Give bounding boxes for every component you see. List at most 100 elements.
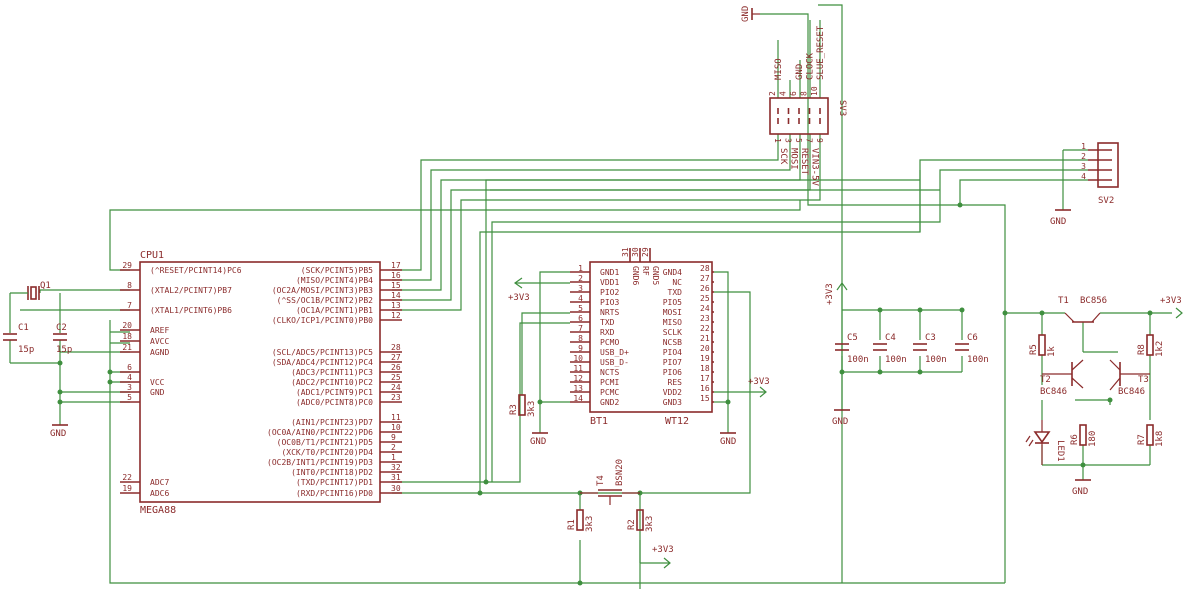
bt-pin-label: TXD xyxy=(668,288,683,297)
mosfet-t4: T4 BSN20 xyxy=(580,459,640,505)
svg-text:GND: GND xyxy=(832,417,848,427)
resistor-value: 1k2 xyxy=(1155,341,1165,357)
sv3-num-bottom: 5 xyxy=(794,138,803,143)
sv3-name: SV3 xyxy=(837,100,847,116)
svg-text:C1: C1 xyxy=(18,323,29,333)
svg-text:T2: T2 xyxy=(1040,375,1051,385)
cpu-pin-label: (ADC0/PCINT8)PC0 xyxy=(296,398,373,407)
svg-text:T4: T4 xyxy=(596,475,606,486)
cpu-pin-label: (CLKO/ICP1/PCINT0)PB0 xyxy=(272,316,373,325)
bt-pin-num: 11 xyxy=(573,364,583,373)
bt-pin-label: RF xyxy=(641,266,650,276)
cpu-pin-num: 30 xyxy=(391,484,401,493)
junctions xyxy=(57,202,1153,586)
cpu-pin-num: 13 xyxy=(391,301,401,310)
cpu-pin-num: 3 xyxy=(127,383,132,392)
bt-pin-num: 29 xyxy=(641,247,650,257)
svg-text:+3V3: +3V3 xyxy=(748,377,770,387)
cpu-pin-label: VCC xyxy=(150,378,165,387)
sv2-pin-num: 1 xyxy=(1081,142,1086,151)
cpu-pin-label: (OC0A/AIN0/PCINT22)PD6 xyxy=(267,428,373,437)
bt-pin-label: MOSI xyxy=(663,308,682,317)
bt-pin-num: 27 xyxy=(700,274,710,283)
resistor-r7 xyxy=(1146,424,1154,446)
cpu-pin-label: (ADC1/PCINT9)PC1 xyxy=(296,388,373,397)
cpu-pin-label: ADC6 xyxy=(150,489,169,498)
bt-pin-num: 3 xyxy=(578,284,583,293)
sv2-pin-num: 4 xyxy=(1081,172,1086,181)
bt-pin-label: NRTS xyxy=(600,308,619,317)
cpu-pin-num: 10 xyxy=(391,423,401,432)
bt-pin-label: PCMI xyxy=(600,378,619,387)
cpu-pin-num: 31 xyxy=(391,473,401,482)
v33-bt-vdd2: +3V3 xyxy=(748,377,770,398)
resistor-value: 3k3 xyxy=(527,401,537,417)
svg-text:C2: C2 xyxy=(56,323,67,333)
v33-bt-vdd1: +3V3 xyxy=(508,277,530,303)
cpu-pin-label: (SCL/ADC5/PCINT13)PC5 xyxy=(272,348,373,357)
svg-text:GND: GND xyxy=(530,437,546,447)
bt-pin-label: NCSB xyxy=(663,338,682,347)
bt-pin-label: PCMO xyxy=(600,338,619,347)
sv3-label-top: CLOCK xyxy=(806,52,816,80)
cpu-name: CPU1 xyxy=(140,250,164,261)
resistor-r3 xyxy=(518,394,526,416)
cpu-pin-num: 6 xyxy=(127,363,132,372)
svg-text:+3V3: +3V3 xyxy=(508,293,530,303)
cap-name: C5 xyxy=(847,333,858,343)
bt-pin-label: GND2 xyxy=(600,398,619,407)
bt-pin-label: PIO6 xyxy=(663,368,682,377)
sv3-label-bottom: MOSI xyxy=(789,148,799,170)
svg-text:+3V3: +3V3 xyxy=(1160,296,1182,306)
svg-text:Q1: Q1 xyxy=(40,281,51,291)
bt-value: WT12 xyxy=(665,416,689,427)
transistor-t2: T2 BC846 xyxy=(1040,359,1084,397)
cpu-pin-label: AGND xyxy=(150,348,169,357)
sv3-num-bottom: 7 xyxy=(805,138,814,143)
cpu-pin-label: (INT0/PCINT18)PD2 xyxy=(291,468,373,477)
resistor-name: R2 xyxy=(627,519,637,530)
cpu-pin-label: (ADC2/PCINT10)PC2 xyxy=(291,378,373,387)
bt-pin-label: TXD xyxy=(600,318,615,327)
cpu-pin-label: AVCC xyxy=(150,337,169,346)
bt-pin-num: 18 xyxy=(700,364,710,373)
bt-pin-num: 5 xyxy=(578,304,583,313)
bt-pin-num: 12 xyxy=(573,374,583,383)
sv3-label-top: MISO xyxy=(774,58,784,80)
cpu-right-pins: 17(SCK/PCINT5)PB516(MISO/PCINT4)PB415(OC… xyxy=(267,261,402,498)
connector-sv3: 21MISOSCK43MOSI65GNDRESET87CLOCKVIN3-5V1… xyxy=(768,25,847,186)
v33-symbols: +3V3 +3V3 +3V3 +3V3 +3V3 xyxy=(508,277,1183,569)
svg-text:BC846: BC846 xyxy=(1118,387,1145,397)
sv3-label-top: SLUE_RESET xyxy=(816,25,826,80)
svg-text:15p: 15p xyxy=(18,345,34,355)
v33-regulator: +3V3 xyxy=(1160,296,1183,319)
sv3-num-bottom: 1 xyxy=(773,138,782,143)
svg-text:LED1: LED1 xyxy=(1055,440,1065,462)
gnd-bt-right: GND xyxy=(720,432,736,447)
resistor-name: R6 xyxy=(1070,434,1080,445)
svg-text:+3V3: +3V3 xyxy=(825,283,835,305)
capacitor-c2: C2 15p xyxy=(53,323,72,355)
resistor-r1 xyxy=(576,509,584,531)
bt-pin-label: GND6 xyxy=(631,266,640,285)
gnd-bt-left: GND xyxy=(530,432,548,447)
svg-text:15p: 15p xyxy=(56,345,72,355)
sv3-label-bottom: VIN3-5V xyxy=(810,148,820,187)
bt-pin-label: PCMC xyxy=(600,388,619,397)
gnd-symbols: GND GND GND GND GND GND GND xyxy=(50,6,1091,497)
cap-name: C6 xyxy=(967,333,978,343)
cpu-pin-num: 2 xyxy=(391,443,396,452)
resistor-name: R8 xyxy=(1137,344,1147,355)
cpu-pin-num: 15 xyxy=(391,281,401,290)
cpu-pin-label: (XTAL2/PCINT7)PB7 xyxy=(150,286,232,295)
bt-pin-num: 4 xyxy=(578,294,583,303)
cap-value: 100n xyxy=(925,355,947,365)
cap-name: C3 xyxy=(925,333,936,343)
cpu-pin-label: (OC1A/PCINT1)PB1 xyxy=(296,306,373,315)
gnd-sv2: GND xyxy=(1050,209,1071,227)
cpu-pin-num: 4 xyxy=(127,373,132,382)
cpu-pin-num: 28 xyxy=(391,343,401,352)
cap-value: 100n xyxy=(847,355,869,365)
